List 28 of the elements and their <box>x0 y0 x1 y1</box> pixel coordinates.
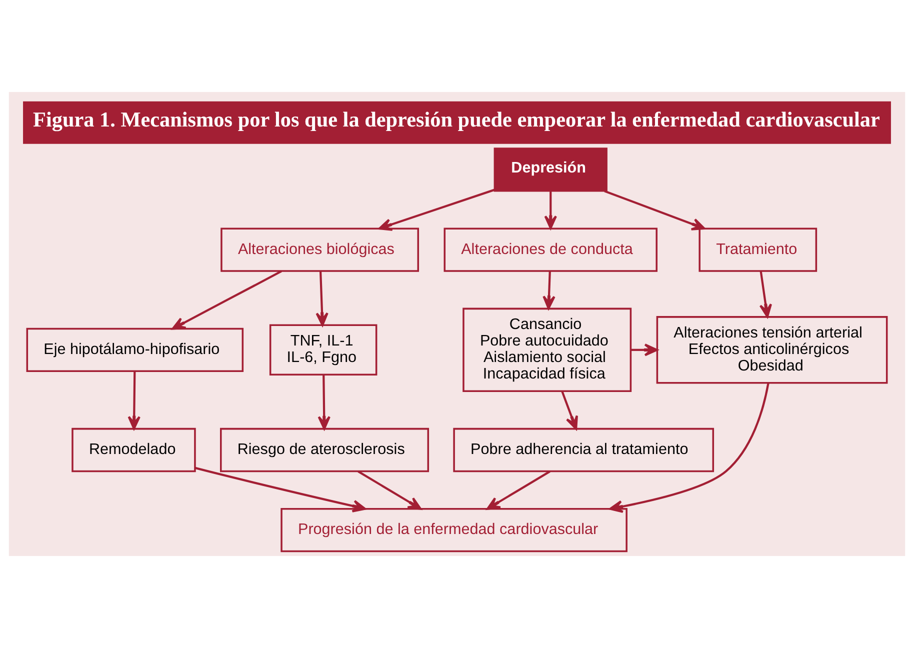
arrow <box>604 190 706 230</box>
node-box: Alteraciones de conducta <box>444 228 658 272</box>
arrow <box>542 271 556 310</box>
arrow <box>486 470 550 510</box>
arrow <box>609 382 770 513</box>
node-box: Alteraciones biológicas <box>220 228 420 272</box>
arrow <box>128 371 140 430</box>
node-box: Progresión de la enfermedad cardiovascular <box>280 508 628 552</box>
arrow <box>358 470 422 510</box>
arrow <box>316 271 328 326</box>
node-box: Tratamiento <box>698 228 818 272</box>
diagram-title: Figura 1. Mecanismos por los que la depresión puede empeorar la enfermedad cardiovascular <box>33 108 880 132</box>
node-box: Eje hipotálamo-hipofisario <box>26 328 244 372</box>
arrow <box>759 271 772 318</box>
node-box: Depresión <box>494 148 608 192</box>
arrow <box>631 344 658 356</box>
node-box: Pobre adherencia al tratamiento <box>453 428 714 472</box>
node-box: Remodelado <box>72 428 196 472</box>
arrow <box>378 188 495 231</box>
node-box: TNF, IL-1 IL-6, Fgno <box>269 324 378 376</box>
arrow <box>172 270 282 330</box>
arrow <box>194 466 366 512</box>
arrow <box>561 391 578 430</box>
node-box: Cansancio Pobre autocuidado Aislamiento social Incapacidad física <box>462 308 632 392</box>
arrow <box>318 374 330 430</box>
node-box: Alteraciones tensión arterial Efectos anticolinérgicos Obesidad <box>656 316 888 384</box>
arrow <box>544 191 557 230</box>
node-box: Riesgo de aterosclerosis <box>220 428 430 472</box>
